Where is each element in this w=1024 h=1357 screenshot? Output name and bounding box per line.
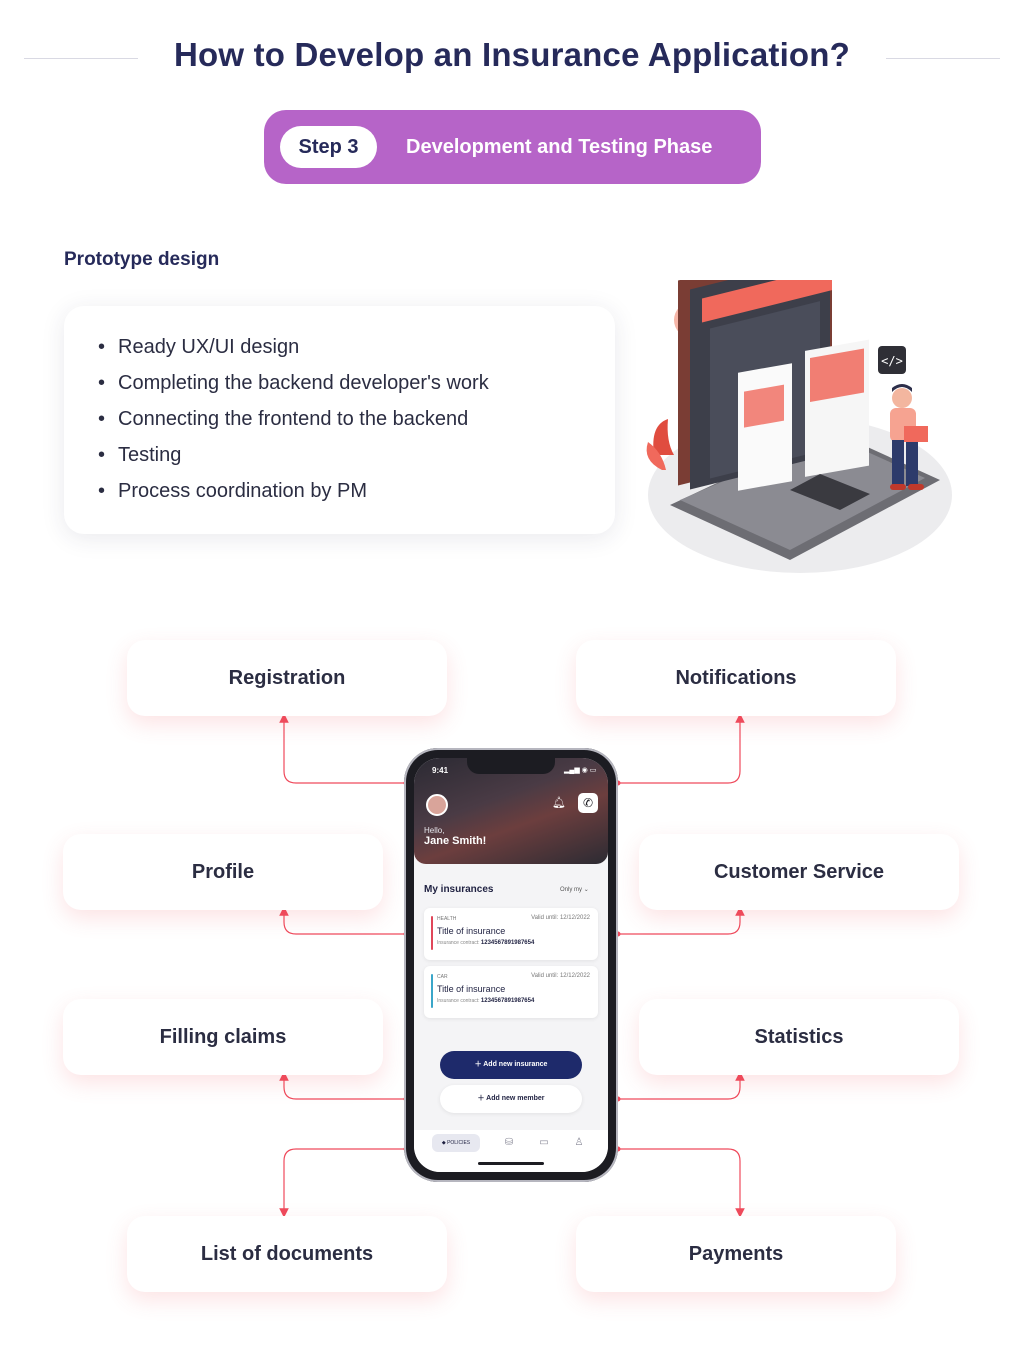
- card-category: CAR: [437, 974, 448, 980]
- list-item: Testing: [98, 440, 615, 476]
- feature-list-of-documents: List of documents: [127, 1216, 447, 1292]
- user-name: Jane Smith!: [424, 835, 487, 847]
- contract-number: 1234567891987654: [480, 998, 535, 1004]
- title-rule-left: [24, 58, 138, 59]
- add-insurance-button[interactable]: ＋ Add new insurance: [440, 1051, 582, 1079]
- home-indicator: [478, 1162, 544, 1165]
- card-contract: Insurance contract: 1234567891987654: [437, 940, 534, 946]
- tab-basket-icon[interactable]: ⛁: [504, 1137, 514, 1148]
- prototype-list-card: Ready UX/UI design Completing the backen…: [64, 306, 615, 534]
- phone-screen: 9:41 ▂▄▆ ◉ ▭ 🔔︎ ✆ Hello, Jane Smith! My …: [414, 758, 608, 1172]
- card-accent-bar: [431, 974, 433, 1008]
- tab-profile-icon[interactable]: ♙: [574, 1137, 584, 1148]
- prototype-list: Ready UX/UI design Completing the backen…: [64, 306, 615, 512]
- add-member-button[interactable]: ＋ Add new member: [440, 1085, 582, 1113]
- my-insurances-title: My insurances: [424, 884, 494, 895]
- list-item: Process coordination by PM: [98, 476, 615, 512]
- feature-statistics: Statistics: [639, 999, 959, 1075]
- card-contract: Insurance contract: 1234567891987654: [437, 998, 534, 1004]
- add-insurance-label: Add new insurance: [483, 1061, 548, 1068]
- chevron-down-icon: ⌄: [583, 887, 589, 893]
- feature-customer-service: Customer Service: [639, 834, 959, 910]
- contract-label: Insurance contract:: [437, 998, 480, 1004]
- plus-icon: ＋: [477, 1095, 485, 1102]
- card-accent-bar: [431, 916, 433, 950]
- greeting: Hello,: [424, 826, 445, 835]
- filter-label: Only my: [560, 887, 583, 893]
- signal-battery-icon: ▂▄▆ ◉ ▭: [564, 767, 597, 774]
- tab-chat-icon[interactable]: ▭: [539, 1137, 549, 1148]
- feature-payments: Payments: [576, 1216, 896, 1292]
- card-valid-until: Valid until: 12/12/2022: [531, 915, 590, 921]
- list-item: Completing the backend developer's work: [98, 368, 615, 404]
- contract-number: 1234567891987654: [480, 940, 535, 946]
- shield-icon: ◆: [441, 1140, 446, 1146]
- feature-registration: Registration: [127, 640, 447, 716]
- contract-label: Insurance contract:: [437, 940, 480, 946]
- page-title: How to Develop an Insurance Application?: [173, 36, 851, 73]
- tab-policies-label: POLICIES: [447, 1140, 471, 1146]
- insurance-card[interactable]: CAR Valid until: 12/12/2022 Title of ins…: [424, 966, 598, 1018]
- svg-text:</>: </>: [881, 354, 903, 368]
- card-category: HEALTH: [437, 916, 457, 922]
- step-label: Development and Testing Phase: [406, 136, 713, 158]
- feature-filling-claims: Filling claims: [63, 999, 383, 1075]
- list-item: Ready UX/UI design: [98, 332, 615, 368]
- insurance-card[interactable]: HEALTH Valid until: 12/12/2022 Title of …: [424, 908, 598, 960]
- call-button[interactable]: ✆: [578, 793, 598, 813]
- title-rule-right: [886, 58, 1000, 59]
- avatar[interactable]: [426, 794, 448, 816]
- developer-illustration: </>: [646, 280, 952, 573]
- card-title: Title of insurance: [437, 984, 506, 994]
- filter-dropdown[interactable]: Only my ⌄: [560, 886, 589, 893]
- hero-banner: [414, 758, 608, 864]
- bell-icon[interactable]: 🔔︎: [552, 797, 566, 809]
- prototype-title: Prototype design: [64, 249, 220, 270]
- card-title: Title of insurance: [437, 926, 506, 936]
- card-valid-until: Valid until: 12/12/2022: [531, 973, 590, 979]
- add-member-label: Add new member: [486, 1095, 545, 1102]
- plus-icon: ＋: [474, 1061, 482, 1068]
- status-time: 9:41: [432, 766, 449, 775]
- list-item: Connecting the frontend to the backend: [98, 404, 615, 440]
- feature-profile: Profile: [63, 834, 383, 910]
- step-badge: Step 3: [280, 126, 377, 168]
- phone-notch: [467, 758, 555, 774]
- feature-notifications: Notifications: [576, 640, 896, 716]
- tab-policies[interactable]: ◆ POLICIES: [432, 1134, 480, 1152]
